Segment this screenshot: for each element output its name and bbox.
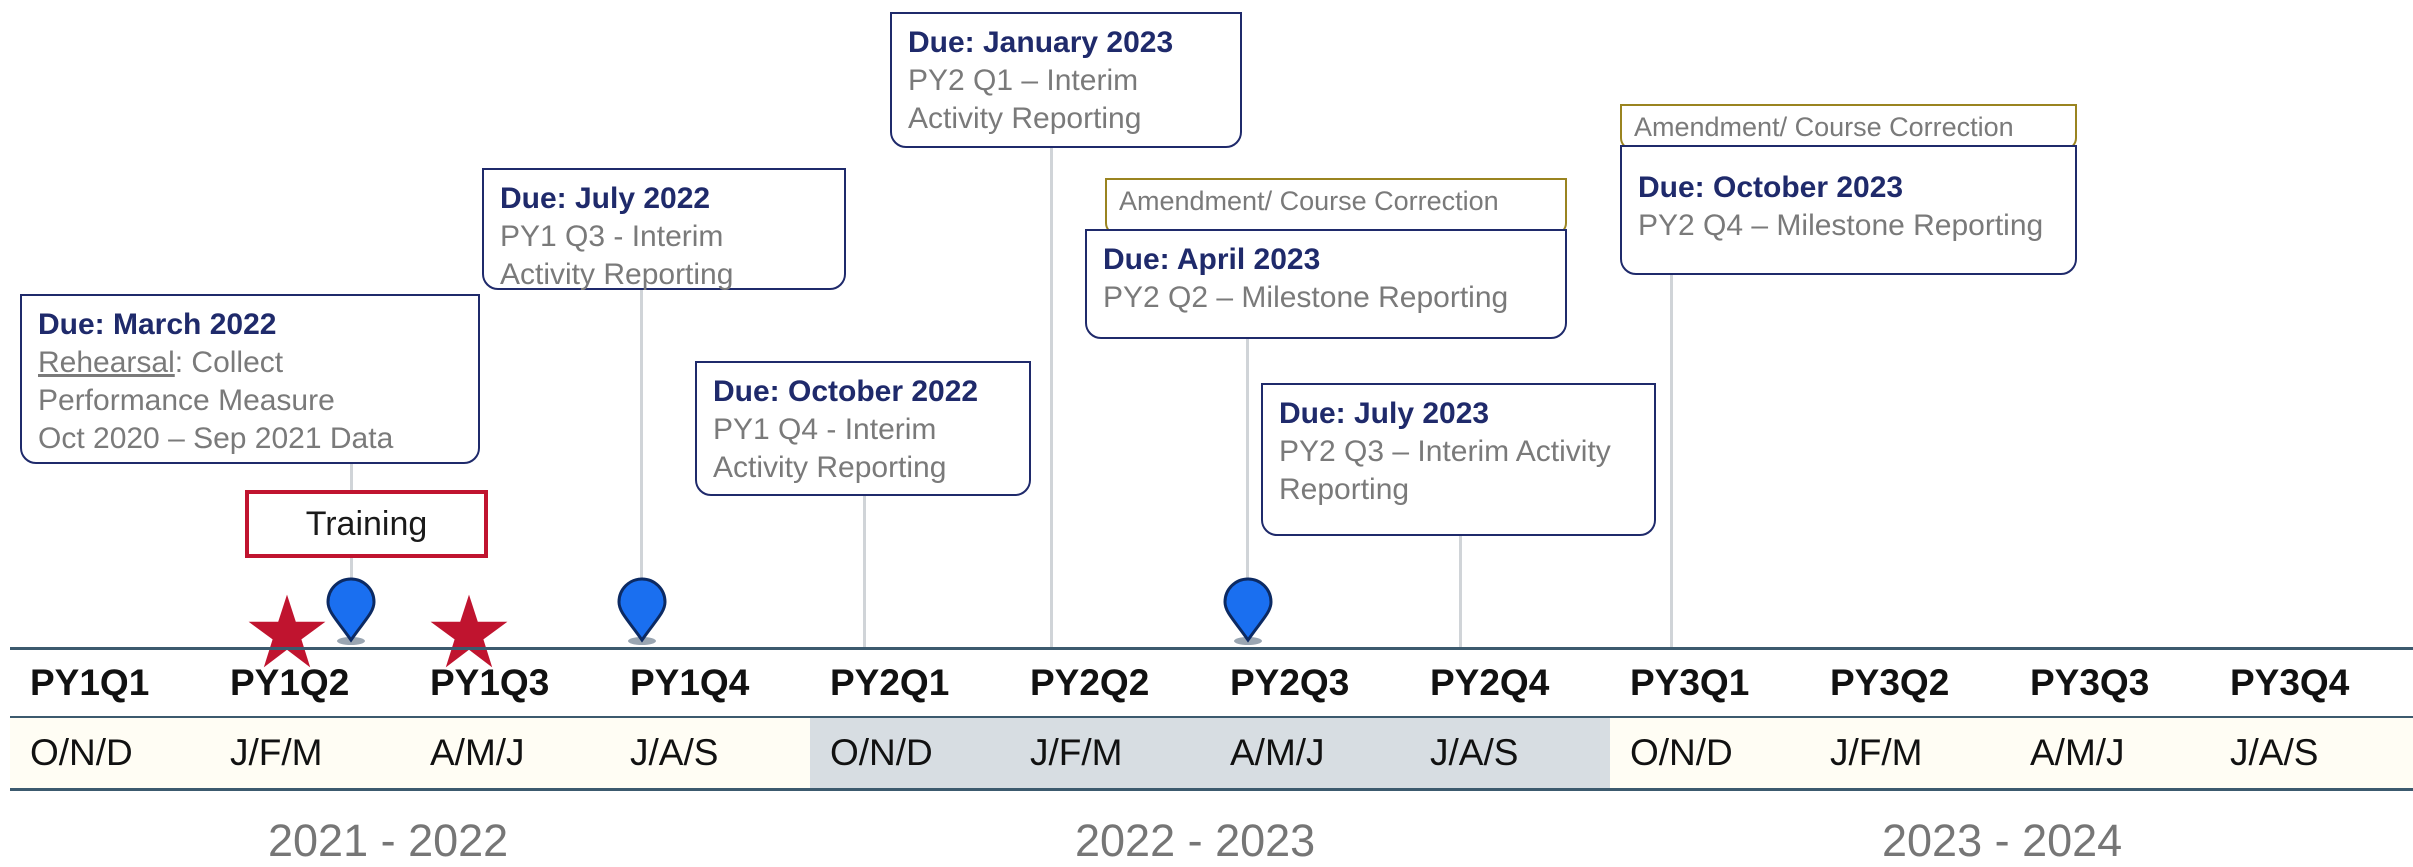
year-label: 2023 - 2024 [1882, 815, 2123, 866]
quarter-cell: PY1Q4 [630, 662, 750, 703]
training-box: Training [245, 490, 488, 558]
due-callout-january-2023: Due: January 2023 PY2 Q1 – Interim Activ… [890, 12, 1242, 148]
due-date: Due: January 2023 [908, 26, 1174, 59]
quarter-cell: PY3Q3 [2030, 662, 2150, 703]
year-label: 2021 - 2022 [268, 815, 509, 866]
month-cell: J/F/M [230, 732, 323, 773]
due-date: Due: July 2023 [1279, 397, 1490, 430]
due-callout-october-2022: Due: October 2022 PY1 Q4 - Interim Activ… [695, 361, 1031, 496]
due-description: PY2 Q2 – Milestone Reporting [1103, 281, 1509, 314]
month-cell: J/A/S [1410, 718, 1610, 788]
quarter-cell: PY1Q1 [30, 662, 150, 703]
due-callout-april-2023: Due: April 2023 PY2 Q2 – Milestone Repor… [1085, 229, 1567, 339]
due-description: Rehearsal: Collect Performance Measure O… [38, 344, 464, 458]
quarter-cell: PY1Q2 [230, 662, 350, 703]
month-cell: J/A/S [630, 732, 719, 773]
timeline-top-line [10, 647, 2413, 650]
map-pin-icon [617, 577, 667, 645]
due-description: PY1 Q4 - Interim Activity Reporting [713, 413, 947, 484]
connector-line [350, 558, 353, 578]
month-cell: J/F/M [1010, 718, 1210, 788]
due-date: Due: March 2022 [38, 308, 277, 341]
star-icon [430, 594, 508, 668]
due-callout-july-2023: Due: July 2023 PY2 Q3 – Interim Activity… [1261, 383, 1656, 536]
connector-line [640, 288, 643, 588]
quarter-cell: PY3Q2 [1830, 662, 1950, 703]
rehearsal-text: : Collect Performance Measure Oct 2020 –… [38, 346, 394, 455]
due-description: PY2 Q3 – Interim Activity Reporting [1279, 435, 1611, 506]
quarter-cell: PY2Q4 [1430, 662, 1550, 703]
due-date: Due: October 2023 [1638, 171, 1904, 204]
months-row: O/N/D J/F/M A/M/J J/A/S O/N/D J/F/M A/M/… [10, 718, 2413, 788]
year-label: 2022 - 2023 [1075, 815, 1316, 866]
connector-line [1050, 146, 1053, 650]
map-pin-icon [326, 577, 376, 645]
quarter-cell: PY2Q3 [1230, 662, 1350, 703]
map-pin-icon [1223, 577, 1273, 645]
connector-line [350, 460, 353, 490]
due-callout-july-2022: Due: July 2022 PY1 Q3 - Interim Activity… [482, 168, 846, 291]
due-description: PY1 Q3 - Interim Activity Reporting [500, 220, 734, 291]
due-date: Due: April 2023 [1103, 243, 1321, 276]
timeline-middle-line [10, 716, 2413, 719]
month-cell: A/M/J [430, 732, 525, 773]
amendment-box: Amendment/ Course Correction [1105, 178, 1567, 235]
quarter-cell: PY1Q3 [430, 662, 550, 703]
month-cell: O/N/D [1630, 732, 1733, 773]
due-date: Due: July 2022 [500, 182, 711, 215]
quarter-cell: PY3Q1 [1630, 662, 1750, 703]
connector-line [1459, 534, 1462, 650]
month-cell: A/M/J [1210, 718, 1410, 788]
month-cell: J/A/S [2230, 732, 2319, 773]
quarter-row: PY1Q1 PY1Q2 PY1Q3 PY1Q4 PY2Q1 PY2Q2 PY2Q… [10, 650, 2413, 716]
month-cell: O/N/D [30, 732, 133, 773]
month-cell: J/F/M [1830, 732, 1923, 773]
quarter-cell: PY3Q4 [2230, 662, 2350, 703]
star-icon [248, 594, 326, 668]
amendment-box: Amendment/ Course Correction [1620, 104, 2077, 150]
due-description: PY2 Q1 – Interim Activity Reporting [908, 64, 1142, 135]
connector-line [1246, 338, 1249, 588]
due-description: PY2 Q4 – Milestone Reporting [1638, 209, 2044, 242]
timeline-bottom-line [10, 788, 2413, 791]
quarter-cell: PY2Q1 [830, 662, 950, 703]
connector-line [1670, 275, 1673, 650]
due-date: Due: October 2022 [713, 375, 979, 408]
rehearsal-label: Rehearsal [38, 346, 175, 379]
month-cell: A/M/J [2030, 732, 2125, 773]
quarter-cell: PY2Q2 [1030, 662, 1150, 703]
month-cell: O/N/D [810, 718, 1010, 788]
due-callout-march-2022: Due: March 2022 Rehearsal: Collect Perfo… [20, 294, 480, 464]
connector-line [863, 495, 866, 650]
due-callout-october-2023: Due: October 2023 PY2 Q4 – Milestone Rep… [1620, 145, 2077, 275]
